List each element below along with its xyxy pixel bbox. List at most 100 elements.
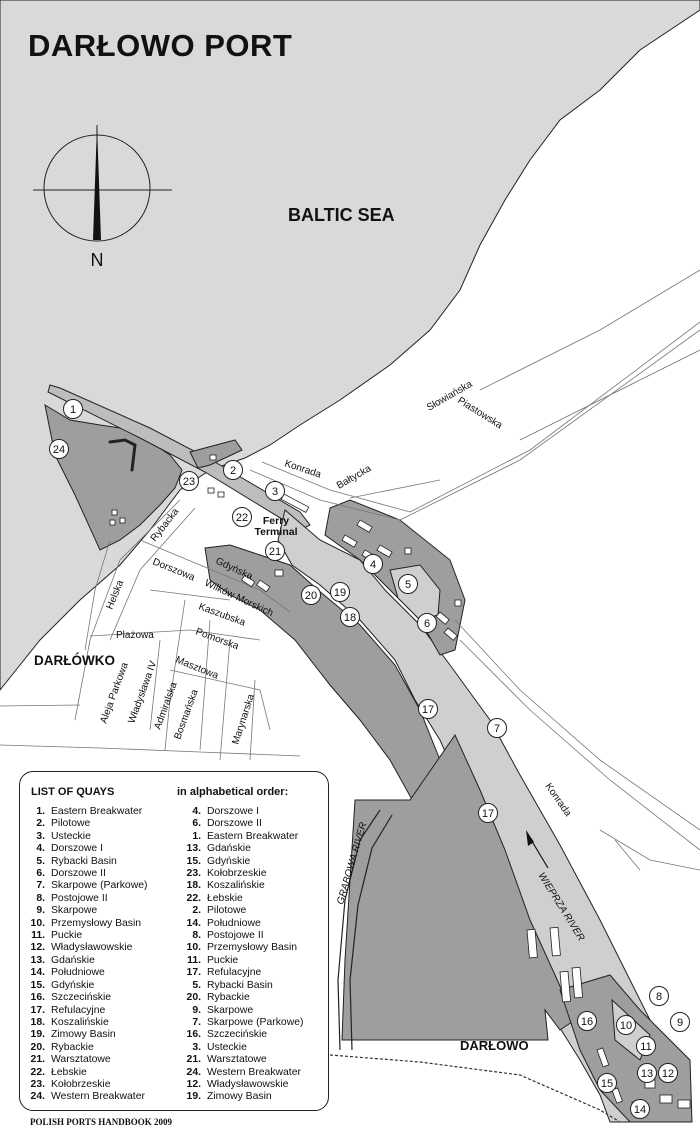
quay-marker-circle — [63, 399, 83, 419]
legend-quay-name: Południowe — [207, 917, 261, 929]
legend-number: 16. — [186, 1029, 201, 1041]
legend-quay-name: Warsztatowe — [207, 1054, 267, 1066]
legend-number: 17. — [186, 967, 201, 979]
quay-marker-circle — [265, 481, 285, 501]
quay-marker-number: 8 — [656, 991, 662, 1003]
quay-marker-circle — [49, 439, 69, 459]
legend-quay-name: Skarpowe — [207, 1004, 254, 1016]
quay-marker-circle — [340, 607, 360, 627]
legend-quay-name: Pilotowe — [51, 818, 91, 830]
quay-marker-circle — [630, 1099, 650, 1119]
legend-row-alphabetical: 21. Warsztatowe — [180, 1054, 303, 1066]
quay-marker-circle — [577, 1011, 597, 1031]
legend-quay-name: Łebskie — [207, 892, 243, 904]
legend-quay-name: Skarpowe (Parkowe) — [207, 1016, 304, 1028]
legend-row-numeric: 5.Rybacki Basin — [24, 856, 147, 868]
legend-row-numeric: 20.Rybackie — [24, 1042, 147, 1054]
quay-marker-number: 10 — [620, 1020, 632, 1032]
legend-row-numeric: 12.Władysławowskie — [24, 942, 147, 954]
quay-marker-circle — [265, 541, 285, 561]
legend-number: 22. — [186, 892, 201, 904]
legend-number: 4. — [192, 806, 201, 817]
legend-number: 9. — [36, 905, 45, 917]
map-title: DARŁOWO PORT — [28, 28, 293, 63]
breakwater-arm — [108, 438, 137, 472]
legend-quay-name: Zimowy Basin — [51, 1029, 116, 1041]
railway — [329, 1054, 621, 1123]
legend-number: 24. — [30, 1091, 45, 1103]
quay-marker-circle — [179, 471, 199, 491]
credit: POLISH PORTS HANDBOOK 2009 — [30, 1117, 172, 1127]
legend-quay-name: Przemysłowy Basin — [51, 917, 142, 929]
legend-row-alphabetical: 6.Dorszowe II — [180, 818, 303, 830]
legend-row-alphabetical: 18.Koszalińskie — [180, 880, 303, 892]
legend-row-numeric: 22.Łebskie — [24, 1067, 147, 1079]
legend-row-alphabetical: 13.Gdańskie — [180, 843, 303, 855]
quay-marker-circle — [670, 1012, 690, 1032]
legend-row-numeric: 23. Kołobrzeskie — [24, 1079, 147, 1091]
quay-marker-number: 7 — [494, 723, 500, 735]
legend-row-alphabetical: 19.Zimowy Basin — [180, 1091, 303, 1103]
legend-row-alphabetical: 9.Skarpowe — [180, 1005, 303, 1017]
quay-marker-number: 13 — [641, 1068, 653, 1080]
compass-label: N — [91, 250, 104, 270]
legend-number: 5. — [36, 855, 45, 867]
legend-row-alphabetical: 23.Kołobrzeskie — [180, 868, 303, 880]
quay-marker-number: 3 — [272, 486, 278, 498]
legend-row-numeric: 17. Refulacyjne — [24, 1005, 147, 1017]
quay-marker-circle — [417, 613, 437, 633]
legend-row-alphabetical: 15.Gdyńskie — [180, 856, 303, 868]
legend-quay-name: Gdyńskie — [207, 855, 251, 867]
quay-marker-number: 1 — [70, 404, 76, 416]
legend-number: 14. — [186, 917, 201, 929]
legend-row-alphabetical: 5. Rybacki Basin — [180, 980, 303, 992]
quay-marker-number: 19 — [334, 587, 346, 599]
svg-text:Bosmańska: Bosmańska — [172, 688, 200, 741]
quay-marker-circle — [363, 554, 383, 574]
quay-marker-number: 12 — [662, 1068, 674, 1080]
legend-row-alphabetical: 8.Postojowe II — [180, 930, 303, 942]
flow-arrow — [526, 830, 549, 869]
legend-quay-name: Gdańskie — [51, 954, 95, 966]
legend-number: 18. — [186, 880, 201, 892]
legend-quay-name: Dorszowe I — [51, 843, 103, 855]
legend-quay-name: Usteckie — [51, 830, 91, 842]
legend-quay-name: Refulacyjne — [51, 1004, 106, 1016]
quay-marker-number: 24 — [53, 444, 65, 456]
legend-quay-name: Western Breakwater — [207, 1066, 301, 1078]
legend-row-alphabetical: 14. Południowe — [180, 918, 303, 930]
quay-marker-circle — [658, 1063, 678, 1083]
legend-row-alphabetical: 1.Eastern Breakwater — [180, 831, 303, 843]
legend-number: 23. — [30, 1078, 45, 1090]
legend-row-alphabetical: 20.Rybackie — [180, 992, 303, 1004]
legend-quay-name: Kołobrzeskie — [51, 1078, 111, 1090]
legend-row-numeric: 13.Gdańskie — [24, 955, 147, 967]
legend-number: 11. — [187, 954, 201, 966]
legend-quay-name: Rybackie — [207, 992, 250, 1004]
legend-number: 6. — [192, 818, 201, 830]
legend-quay-name: Szczecińskie — [51, 992, 112, 1004]
legend-quay-name: Eastern Breakwater — [207, 830, 299, 842]
legend-quay-name: Skarpowe (Parkowe) — [51, 880, 148, 892]
legend-number: 5. — [192, 979, 201, 991]
legend-number: 8. — [192, 930, 201, 942]
quay-marker-circle — [418, 699, 438, 719]
legend-number: 6. — [36, 868, 45, 880]
svg-text:Konrada: Konrada — [543, 781, 574, 819]
legend-quay-name: Rybacki Basin — [207, 979, 273, 991]
legend-quay-name: Szczecińskie — [207, 1029, 268, 1041]
legend-row-alphabetical: 16. Szczecińskie — [180, 1029, 303, 1041]
legend-number: 14. — [30, 967, 45, 979]
legend-number: 21. — [186, 1054, 201, 1066]
legend-row-alphabetical: 2.Pilotowe — [180, 905, 303, 917]
legend-number: 17. — [30, 1004, 45, 1016]
legend-number: 23. — [186, 868, 201, 880]
quay-marker-number: 16 — [581, 1016, 593, 1028]
legend-number: 7. — [192, 1016, 201, 1028]
legend-number: 10. — [30, 917, 45, 929]
quay-marker-circle — [223, 460, 243, 480]
baltic-sea-area — [0, 0, 700, 691]
compass-rose — [33, 125, 172, 242]
quay-marker-circle — [301, 585, 321, 605]
legend-row-numeric: 3.Usteckie — [24, 831, 147, 843]
